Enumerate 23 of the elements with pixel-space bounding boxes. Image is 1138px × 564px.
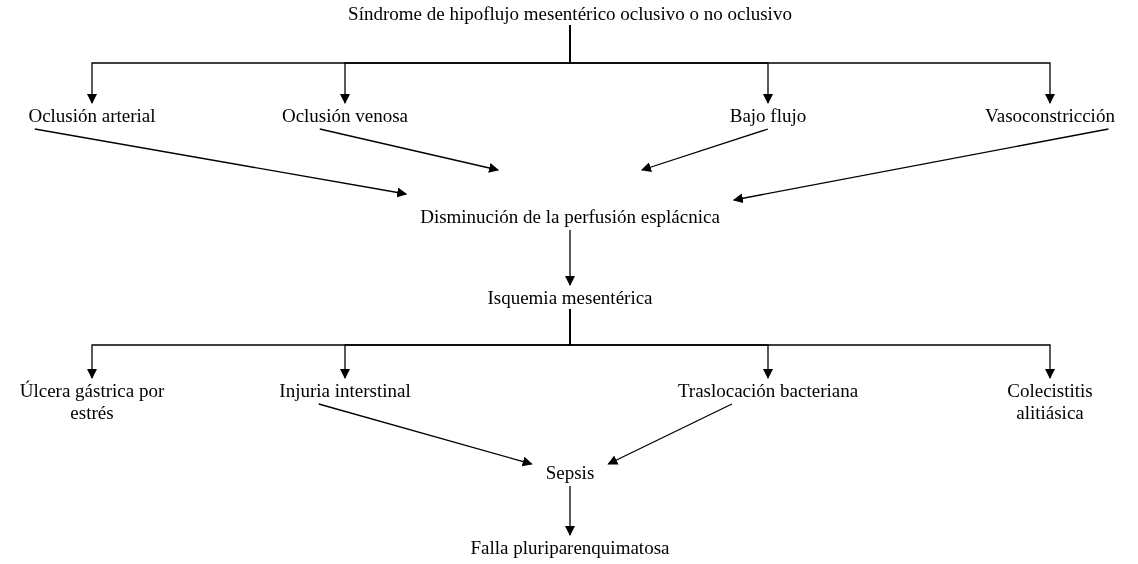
node-label: Oclusión venosa (281, 105, 409, 127)
arrow (319, 128, 500, 173)
node-label: Disminución de la perfusión esplácnica (420, 206, 720, 228)
arrow (565, 485, 575, 536)
node-label: Traslocación bacteriana (677, 380, 859, 402)
node-label: Bajo flujo (729, 105, 807, 127)
arrow (607, 403, 733, 465)
node-label: Sepsis (545, 462, 595, 484)
node-label: Oclusión arterial (28, 105, 156, 127)
arrow (34, 128, 408, 198)
arrow (640, 128, 769, 172)
arrow (565, 229, 575, 286)
arrow (318, 403, 533, 467)
node-label: Injuria interstinal (279, 380, 411, 402)
arrow (569, 24, 1055, 104)
node-label: Síndrome de hipoflujo mesentérico oclusivo o no oclusivo (348, 3, 792, 25)
node-label: Úlcera gástrica por estrés (18, 380, 166, 424)
node-label: Vasoconstricción (985, 105, 1115, 127)
arrow (569, 308, 1055, 379)
node-label: Isquemia mesentérica (487, 287, 653, 309)
node-label: Falla pluriparenquimatosa (470, 537, 670, 559)
arrow (732, 128, 1110, 204)
node-label: Colecistitis alitiásica (1006, 380, 1094, 424)
